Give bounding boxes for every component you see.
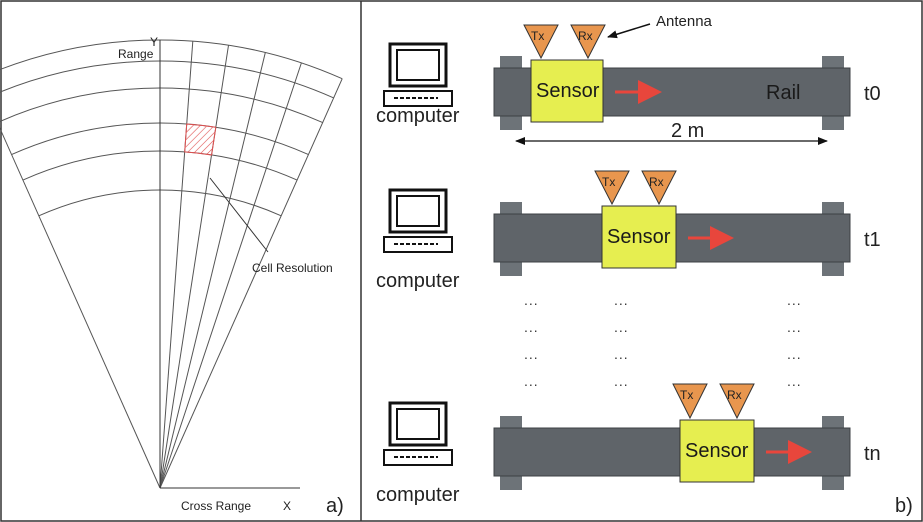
ellipsis: ...	[614, 319, 629, 335]
antenna-pointer-arrow	[607, 23, 651, 39]
ellipsis: ...	[524, 373, 539, 389]
cross-range-ray	[159, 45, 229, 489]
cross-range-rays	[0, 41, 343, 489]
panel-b-sar-setup: computer Rail Sensor Tx Rx Antenna 2 m t…	[376, 13, 913, 517]
cross-range-ray	[159, 52, 266, 489]
sensor-box	[530, 59, 604, 123]
row-t0: computer Rail Sensor Tx Rx Antenna 2 m t…	[376, 13, 881, 145]
time-label: t1	[864, 229, 881, 251]
ellipsis: ...	[524, 319, 539, 335]
cross-range-ray	[159, 41, 194, 489]
range-arc	[0, 87, 323, 124]
computer-icon	[383, 42, 453, 107]
ellipsis: ...	[524, 292, 539, 308]
ellipsis: ...	[614, 346, 629, 362]
range-arcs	[0, 39, 343, 217]
ellipsis: ...	[787, 319, 802, 335]
cross-range-ray	[0, 127, 161, 489]
sensor-box	[679, 419, 755, 483]
tx-antenna	[523, 24, 559, 60]
row-t1: computer Sensor Tx Rx t1	[376, 170, 881, 292]
rx-label: Rx	[727, 388, 742, 402]
sensor-label: Sensor	[685, 440, 749, 462]
ellipsis: ...	[787, 292, 802, 308]
panel-a-letter: a)	[326, 495, 344, 517]
cross-range-ray	[159, 62, 302, 489]
computer-label: computer	[376, 270, 460, 292]
tx-label: Tx	[680, 388, 693, 402]
panel-a-polar-grid: Y Range Cell Resolution Cross Range X a)	[0, 35, 344, 517]
computer-icon	[383, 188, 453, 253]
ellipsis: ...	[614, 373, 629, 389]
cell-resolution-label: Cell Resolution	[252, 261, 333, 275]
rx-label: Rx	[578, 29, 593, 43]
range-arc	[0, 60, 334, 99]
sensor-label: Sensor	[536, 80, 600, 102]
time-label: tn	[864, 443, 881, 465]
cross-range-ray	[159, 78, 343, 489]
antenna-label: Antenna	[656, 13, 713, 30]
range-label: Range	[118, 47, 154, 61]
panel-b-letter: b)	[895, 495, 913, 517]
ellipsis: ...	[524, 346, 539, 362]
ellipsis: ...	[614, 292, 629, 308]
rx-antenna	[719, 383, 755, 420]
computer-icon	[383, 401, 453, 466]
tx-antenna	[672, 383, 708, 420]
y-axis-letter: Y	[150, 35, 158, 49]
sensor-box	[601, 205, 677, 269]
rail-label: Rail	[766, 82, 800, 104]
ellipsis: ...	[787, 346, 802, 362]
tx-antenna	[594, 170, 630, 206]
tx-label: Tx	[531, 29, 544, 43]
cell-resolution-pointer	[209, 177, 269, 253]
x-axis-letter: X	[283, 499, 291, 513]
ellipsis: ...	[787, 373, 802, 389]
rx-antenna	[641, 170, 677, 206]
resolution-cell	[184, 123, 217, 156]
range-arc	[0, 39, 343, 80]
rx-label: Rx	[649, 175, 664, 189]
sensor-label: Sensor	[607, 226, 671, 248]
distance-label: 2 m	[671, 120, 704, 142]
computer-label: computer	[376, 105, 460, 127]
row-tn: computer Sensor Tx Rx tn	[376, 383, 881, 506]
cross-range-label: Cross Range	[181, 499, 251, 513]
time-label: t0	[864, 83, 881, 105]
rx-antenna	[570, 24, 606, 60]
ellipsis-grid: ... ... ... ... ... ... ... ... ... ... …	[524, 292, 802, 389]
tx-label: Tx	[602, 175, 615, 189]
computer-label: computer	[376, 484, 460, 506]
